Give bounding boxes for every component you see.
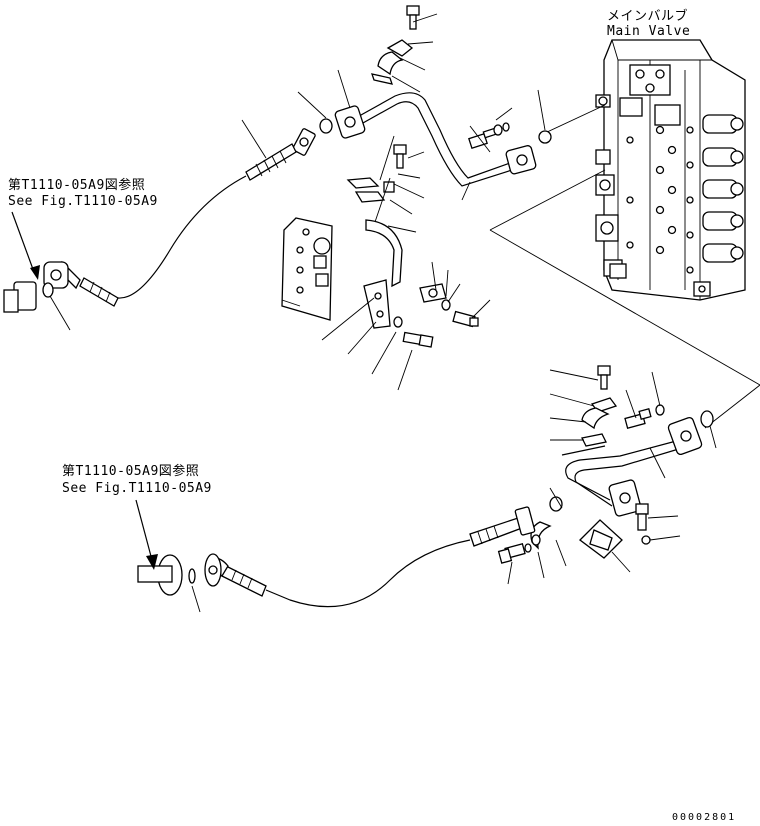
lower-pipe-clamp [579, 503, 651, 559]
main-valve-label-jp: メインバルブ [607, 9, 689, 24]
mounting-plate [281, 217, 333, 321]
lower-steel-pipe [561, 416, 703, 517]
reference-arrow-top [11, 211, 35, 273]
upper-steel-pipe [334, 92, 537, 187]
bracket-bolt-bottom [393, 316, 434, 348]
pipe-bolt-right [468, 122, 510, 150]
lower-clamp-set [581, 365, 665, 447]
o-ring-lower-1 [700, 410, 714, 428]
drawing-code: 00002801 [672, 812, 737, 823]
lower-hose-assembly [205, 506, 536, 608]
valve-spool-caps [702, 114, 744, 263]
top-bolt [406, 5, 420, 30]
reference-label-top-en: See Fig.T1110-05A9 [8, 194, 158, 209]
lower-flange-set [497, 496, 563, 564]
upper-hose-assembly [57, 128, 316, 307]
bracket-clamp-top [346, 177, 395, 203]
guide-line-1 [489, 169, 606, 231]
main-valve-block [595, 39, 746, 301]
guide-line-2 [489, 229, 760, 386]
guide-line-4 [544, 104, 606, 134]
o-ring-top-2 [538, 130, 552, 144]
lower-hose-end-fitting [137, 553, 222, 596]
o-ring-top-1 [319, 118, 333, 134]
valve-bolts [626, 125, 694, 274]
guide-line-3 [704, 384, 760, 429]
reference-arrow-bottom [135, 499, 153, 561]
top-clamp [371, 39, 414, 85]
main-valve-label-en: Main Valve [607, 24, 691, 39]
bracket-hose-clamp [419, 283, 479, 328]
reference-label-bottom-en: See Fig.T1110-05A9 [62, 481, 212, 496]
reference-label-top-jp: 第T1110-05A9図参照 [8, 178, 146, 193]
bracket-bolt-top [393, 144, 407, 169]
reference-label-bottom-jp: 第T1110-05A9図参照 [62, 464, 200, 479]
upper-hose-end-fitting [3, 261, 69, 313]
pipe-bracket [363, 219, 403, 329]
